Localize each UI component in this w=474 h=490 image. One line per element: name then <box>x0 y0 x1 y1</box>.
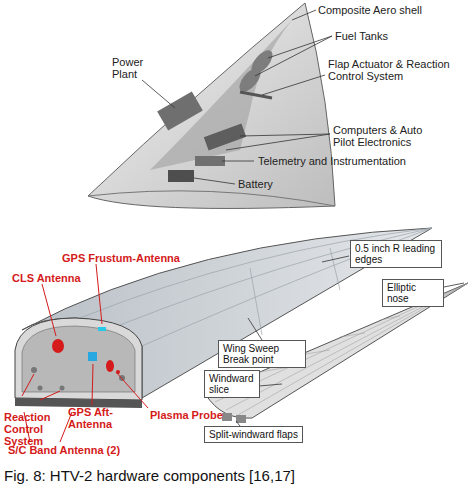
sensor-label: Reaction Control System <box>4 411 62 447</box>
callout-text: Split-windward flaps <box>209 429 298 440</box>
component-label: Telemetry and Instrumentation <box>258 155 428 167</box>
figure-caption: Fig. 8: HTV-2 hardware components [16,17… <box>4 467 295 484</box>
sensor-label: S/C Band Antenna (2) <box>8 444 168 456</box>
callout-text: Windward slice <box>209 373 255 395</box>
callout-text: Elliptic nose <box>387 282 439 304</box>
component-label: Power Plant <box>112 56 156 80</box>
component-label: Composite Aero shell <box>318 4 458 16</box>
callout-text: 0.5 inch R leading edges <box>355 243 437 265</box>
sensor-label: GPS Aft-Antenna <box>68 406 144 430</box>
component-label: Battery <box>238 178 318 190</box>
callout-box: 0.5 inch R leading edges <box>350 240 442 268</box>
callout-text: Wing Sweep Break point <box>223 343 301 365</box>
cutaway-vehicle <box>88 3 335 208</box>
callout-box: Elliptic nose <box>382 279 444 307</box>
component-label: Computers & Auto Pilot Electronics <box>333 124 445 148</box>
sensor-label: CLS Antenna <box>12 272 112 284</box>
callout-box: Split-windward flaps <box>204 426 303 443</box>
sensor-label: GPS Frustum-Antenna <box>62 252 212 264</box>
sensor-label: Plasma Probe <box>150 409 260 421</box>
component-label: Fuel Tanks <box>335 30 435 42</box>
component-label: Flap Actuator & Reaction Control System <box>328 58 468 82</box>
callout-box: Windward slice <box>204 370 260 398</box>
callout-box: Wing Sweep Break point <box>218 340 306 368</box>
